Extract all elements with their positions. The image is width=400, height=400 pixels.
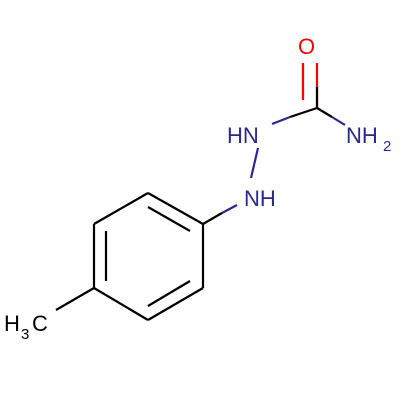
hydrazine-n1-label: HN: [227, 123, 259, 148]
hydrazine-n2-label: NH: [244, 186, 276, 211]
ring-bond-2: [93, 192, 149, 225]
methyl-subscript: 3: [21, 326, 29, 343]
methyl-bond: [55, 287, 95, 311]
n-aryl-bond-blue: [221, 204, 238, 214]
amide-nh2-subscript: 2: [383, 138, 391, 155]
oxygen-label: O: [298, 34, 315, 59]
methyl-c-label: C: [32, 311, 48, 336]
ring-double-3: [147, 280, 191, 307]
amide-c-hn-bond-blue: [271, 115, 291, 126]
ring-bond-1: [147, 192, 204, 225]
ring-bond-4: [93, 287, 149, 321]
amide-c-hn-bond-dark: [289, 106, 318, 119]
ring-bond-5: [147, 287, 204, 321]
ring-double-1: [147, 206, 191, 232]
amide-nh2-label: NH: [346, 123, 378, 148]
n-n-bond: [249, 147, 260, 179]
amide-c-n-bond-dark: [316, 107, 333, 118]
amide-c-n-bond-blue: [331, 116, 346, 126]
methyl-h-label: H: [4, 311, 20, 336]
n-aryl-bond-dark: [202, 212, 223, 225]
